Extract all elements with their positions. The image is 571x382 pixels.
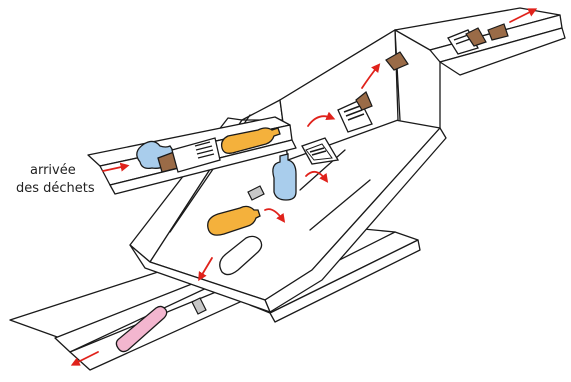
arrival-label-line1: arrivée [30, 163, 76, 178]
arrival-label-line2: des déchets [16, 181, 95, 196]
arrival-label: arrivée des déchets [16, 163, 95, 196]
